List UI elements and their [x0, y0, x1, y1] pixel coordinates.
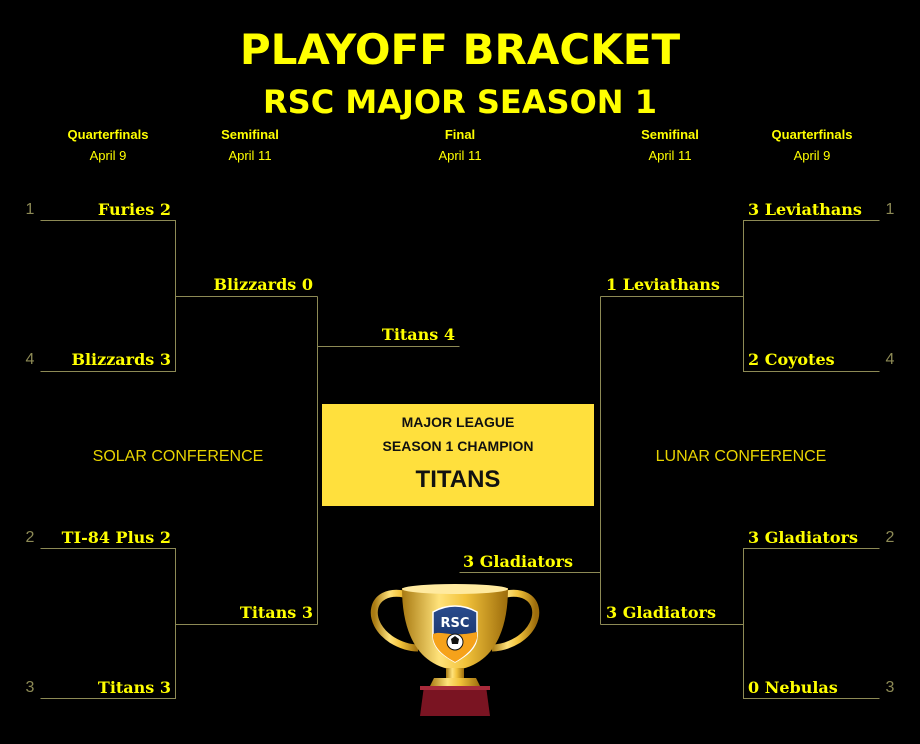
round-header-left-quarterfinals: Quarterfinals April 9 — [48, 124, 168, 166]
team-entry-right-sf: 1 Leviathans — [606, 275, 720, 294]
team-entry-right-final: 3 Gladiators — [463, 552, 573, 571]
seed-number: 2 — [885, 529, 895, 546]
round-date: April 9 — [89, 148, 127, 163]
team-entry-right-qf: 2 Coyotes — [748, 350, 835, 369]
team-entry-left-sf: Blizzards 0 — [213, 275, 313, 294]
team-entry-right-qf: 3 Leviathans — [748, 200, 862, 219]
team-entry-left-final: Titans 4 — [381, 325, 455, 344]
round-header-final: Final April 11 — [400, 124, 520, 166]
team-entry-left-qf: Blizzards 3 — [71, 350, 171, 369]
seed-number: 4 — [25, 351, 35, 368]
bracket-connector-left-qf-top — [40, 220, 176, 372]
bracket-connector-left-qf-bottom — [40, 548, 176, 699]
seed-number: 4 — [885, 351, 895, 368]
conference-label-right: LUNAR CONFERENCE — [655, 448, 827, 465]
team-entry-right-qf: 0 Nebulas — [748, 678, 838, 697]
round-date: April 11 — [648, 148, 692, 163]
round-name: Quarterfinals — [771, 127, 853, 142]
team-entry-left-qf: Titans 3 — [97, 678, 171, 697]
round-name: Quarterfinals — [67, 127, 149, 142]
team-entry-right-sf: 3 Gladiators — [606, 603, 716, 622]
team-entry-right-qf: 3 Gladiators — [748, 528, 858, 547]
champion-heading-line2: SEASON 1 CHAMPION — [382, 438, 534, 454]
champion-name: TITANS — [415, 466, 501, 493]
round-name: Semifinal — [641, 127, 699, 142]
team-entry-left-qf: Furies 2 — [97, 200, 171, 219]
bracket-connector-right-qf-top — [743, 220, 880, 372]
round-header-left-semifinal: Semifinal April 11 — [190, 124, 310, 166]
round-name: Semifinal — [221, 127, 279, 142]
round-date: April 9 — [793, 148, 831, 163]
bracket-connector-right-qf-bottom — [743, 548, 880, 699]
round-name: Final — [444, 127, 476, 142]
page-title: PLAYOFF BRACKET — [239, 25, 681, 74]
seed-number: 1 — [25, 201, 35, 218]
round-date: April 11 — [438, 148, 482, 163]
team-entry-left-qf: TI-84 Plus 2 — [61, 528, 171, 547]
seed-number: 3 — [25, 679, 35, 696]
team-entry-left-sf: Titans 3 — [239, 603, 313, 622]
seed-number: 3 — [885, 679, 895, 696]
champion-box: MAJOR LEAGUE SEASON 1 CHAMPION TITANS — [322, 404, 594, 506]
seed-number: 1 — [885, 201, 895, 218]
round-header-right-semifinal: Semifinal April 11 — [610, 124, 730, 166]
round-date: April 11 — [228, 148, 272, 163]
conference-label-left: SOLAR CONFERENCE — [92, 448, 264, 465]
trophy-label: RSC — [441, 616, 470, 631]
trophy-icon: RSC — [370, 584, 540, 716]
page-subtitle: RSC MAJOR SEASON 1 — [263, 83, 657, 121]
round-header-right-quarterfinals: Quarterfinals April 9 — [752, 124, 872, 166]
champion-heading-line1: MAJOR LEAGUE — [401, 414, 515, 430]
seed-number: 2 — [25, 529, 35, 546]
